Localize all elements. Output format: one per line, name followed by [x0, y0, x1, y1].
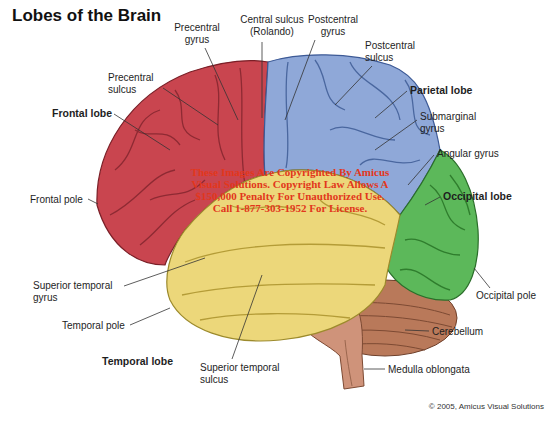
part-label: Precentral sulcus [108, 72, 170, 96]
lobe-label: Parietal lobe [410, 84, 472, 96]
brainstem-groove [345, 340, 352, 386]
part-label: Postcentral sulcus [365, 40, 431, 64]
leader-line [335, 66, 372, 105]
leader-line [205, 48, 238, 120]
part-label: Medulla oblongata [388, 364, 470, 376]
leader-line [375, 91, 407, 118]
lobe-label: Temporal lobe [102, 355, 173, 367]
parietal-gyri [286, 60, 430, 168]
leader-line [130, 308, 170, 325]
part-label: Central sulcus (Rolando) [232, 14, 312, 38]
leader-line [375, 120, 417, 150]
part-label: Cerebellum [432, 326, 483, 338]
part-label: Angular gyrus [437, 148, 499, 160]
part-label: Temporal pole [62, 320, 125, 332]
part-label: Submarginal gyrus [420, 111, 490, 135]
leader-line [232, 275, 262, 359]
part-label: Precentral gyrus [166, 22, 228, 46]
temporal-gyri [182, 200, 385, 320]
lobe-label: Occipital lobe [443, 190, 512, 202]
part-label: Superior temporal sulcus [200, 362, 300, 386]
leader-line [408, 155, 434, 185]
watermark-text: These Images Are Copyrighted By Amicus V… [185, 166, 395, 214]
leader-line [474, 268, 490, 288]
leader-line [425, 197, 440, 205]
leader-line [163, 88, 218, 125]
leader-lines [88, 40, 490, 369]
copyright-note: © 2005, Amicus Visual Solutions [429, 401, 544, 413]
leader-line [285, 40, 315, 120]
part-label: Frontal pole [30, 194, 83, 206]
lobe-label: Frontal lobe [52, 107, 112, 119]
diagram-title: Lobes of the Brain [12, 6, 161, 26]
leader-line [405, 330, 429, 331]
leader-line [262, 42, 263, 118]
leader-line [88, 199, 98, 204]
part-label: Postcentral gyrus [300, 14, 366, 38]
leader-line [124, 258, 205, 286]
leader-line [364, 369, 385, 370]
part-label: Superior temporal gyrus [33, 280, 133, 304]
part-label: Occipital pole [476, 290, 536, 302]
occipital-lobe-shape [385, 150, 478, 300]
leader-line [114, 114, 170, 150]
